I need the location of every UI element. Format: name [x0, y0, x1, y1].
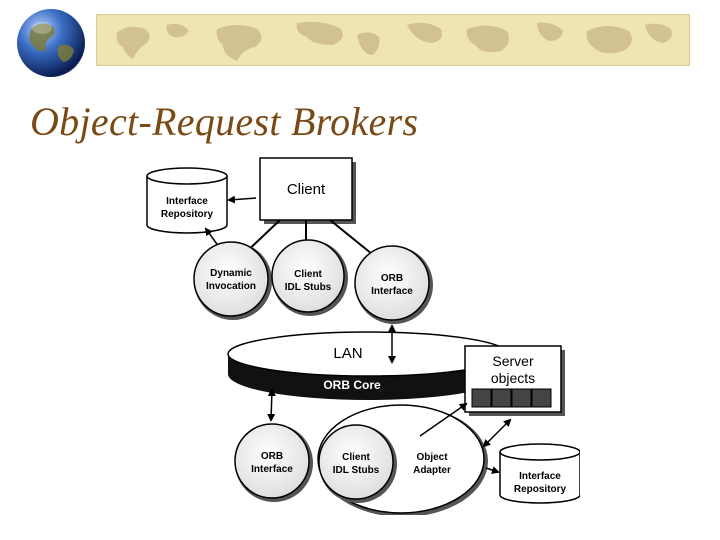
client-idl-stubs-top-node: Client IDL Stubs	[271, 239, 348, 316]
orb-architecture-diagram: Client Interface Repository Dynamic Invo…	[146, 157, 580, 515]
interface-repository-bottom-label-2: Repository	[514, 484, 567, 495]
server-objects-box: Server objects	[464, 345, 565, 416]
orb-interface-top-label-1: ORB	[381, 273, 403, 284]
orb-interface-top-label-2: Interface	[371, 286, 413, 297]
orb-core-label: ORB Core	[323, 378, 381, 392]
interface-repository-top-label-1: Interface	[166, 196, 208, 207]
object-adapter-label-2: Adapter	[413, 465, 451, 476]
client-label: Client	[287, 181, 326, 198]
world-map-icon	[116, 21, 672, 61]
client-idl-stubs-top-label-1: Client	[294, 269, 322, 280]
object-adapter-label-1: Object	[416, 452, 448, 463]
client-idl-stubs-top-label-2: IDL Stubs	[285, 282, 332, 293]
client-idl-stubs-bottom-label-2: IDL Stubs	[333, 465, 380, 476]
orb-interface-bottom-label-1: ORB	[261, 451, 283, 462]
dynamic-invocation-node: Dynamic Invocation	[193, 241, 272, 320]
server-objects-label-1: Server	[492, 353, 534, 369]
server-objects-label-2: objects	[491, 370, 535, 386]
dynamic-invocation-label-1: Dynamic	[210, 268, 252, 279]
interface-repository-top-label-2: Repository	[161, 209, 214, 220]
lan-label: LAN	[333, 345, 362, 362]
lan-orb-core-disk: LAN ORB Core	[227, 331, 509, 400]
world-map-banner	[96, 14, 690, 66]
orb-interface-top-node: ORB Interface	[354, 245, 433, 324]
interface-repository-top: Interface Repository	[146, 167, 228, 234]
dynamic-invocation-label-2: Invocation	[206, 281, 256, 292]
interface-repository-bottom: Interface Repository	[499, 443, 580, 504]
orb-interface-bottom-node: ORB Interface	[234, 423, 313, 502]
client-idl-stubs-bottom-label-1: Client	[342, 452, 370, 463]
client-idl-stubs-bottom-node: Client IDL Stubs	[318, 424, 397, 503]
orb-interface-bottom-label-2: Interface	[251, 464, 293, 475]
globe-icon	[17, 9, 85, 77]
slide-title: Object-Request Brokers	[30, 99, 419, 144]
interface-repository-bottom-label-1: Interface	[519, 471, 561, 482]
client-box: Client	[259, 157, 356, 224]
